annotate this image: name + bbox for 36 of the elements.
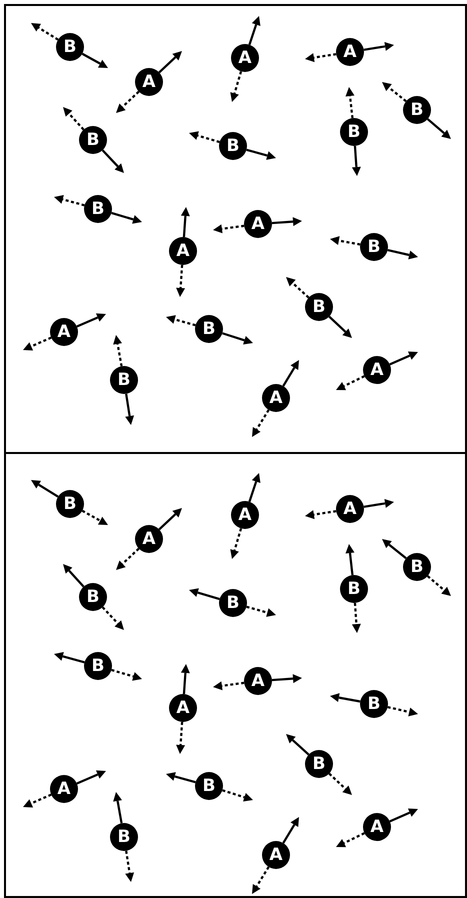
- particle-label: A: [370, 818, 384, 836]
- particle-label: A: [238, 506, 252, 524]
- particle-label: A: [176, 700, 190, 716]
- particle-label: B: [312, 756, 326, 772]
- particle-label: A: [57, 324, 71, 340]
- particle-label: A: [269, 390, 283, 406]
- particle-label: B: [368, 238, 380, 256]
- particle-label: B: [410, 102, 424, 118]
- particle-label: B: [86, 588, 100, 606]
- particle-label: A: [238, 50, 252, 66]
- particle-label: B: [86, 132, 100, 148]
- particle-label: A: [343, 500, 357, 518]
- particle-label: B: [368, 696, 380, 712]
- particle-label: B: [202, 320, 216, 338]
- particle-label: A: [57, 780, 71, 798]
- particle-label: A: [343, 44, 357, 60]
- particle-label: B: [118, 828, 130, 846]
- particle-label: B: [226, 594, 240, 612]
- particle-label: A: [251, 216, 265, 232]
- particle-label: B: [410, 558, 424, 576]
- particle-label: B: [312, 298, 326, 316]
- particle-label: B: [348, 580, 360, 598]
- particle-label: B: [118, 372, 130, 388]
- particle-label: B: [64, 496, 76, 512]
- particle-label: A: [370, 362, 384, 378]
- particle-label: A: [142, 74, 156, 90]
- particle-label: B: [348, 124, 360, 140]
- particle-label: B: [92, 658, 104, 674]
- particle-label: B: [92, 200, 104, 218]
- particle-label: A: [269, 846, 283, 864]
- particle-label: A: [251, 672, 265, 690]
- particle-label: B: [64, 38, 76, 56]
- particle-label: A: [176, 242, 190, 260]
- particle-label: A: [142, 530, 156, 548]
- particle-label: B: [226, 138, 240, 154]
- particle-label: B: [202, 778, 216, 794]
